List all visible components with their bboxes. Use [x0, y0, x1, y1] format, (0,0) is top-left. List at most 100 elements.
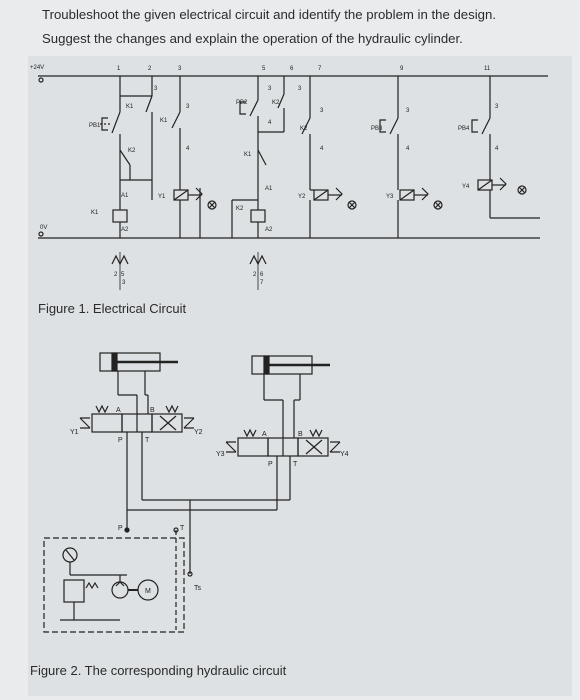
- term-3-d: 3: [298, 86, 302, 92]
- k2-nc-contact: [119, 149, 131, 166]
- label-k1-coil: K1: [91, 210, 99, 216]
- label-y3: Y3: [386, 194, 394, 200]
- label-k2-a2: A2: [265, 227, 273, 233]
- cylinder-2-piston: [263, 355, 270, 375]
- label-k1-a1: A1: [121, 193, 129, 199]
- label-k1-contact-a: K1: [126, 104, 134, 110]
- motor: [137, 579, 159, 601]
- label-port-t: T: [180, 525, 185, 532]
- term-3-b: 3: [186, 104, 190, 110]
- term-3-f: 3: [406, 108, 410, 114]
- k2-table-6: 6: [260, 272, 264, 278]
- label-k2-nc: K2: [128, 148, 136, 154]
- pb4-contact: [481, 117, 491, 135]
- hydraulic-circuit: [43, 352, 341, 633]
- lamp-y1: [207, 200, 217, 210]
- k2-table-7: 7: [260, 280, 264, 286]
- term-3-g: 3: [495, 104, 499, 110]
- valve-2-right: [297, 437, 329, 457]
- label-port-p1: P: [118, 437, 123, 444]
- rung-number-5: 5: [262, 66, 266, 72]
- label-k2-contact-a: K2: [272, 100, 280, 106]
- label-port-t2: T: [293, 461, 298, 468]
- label-y4: Y4: [462, 184, 470, 190]
- k2-table-2: 2: [253, 272, 257, 278]
- k1-contact-a: [145, 95, 153, 113]
- label-port-b2: B: [298, 431, 303, 438]
- label-pb1: PB1: [89, 123, 101, 129]
- k1-contact-b: [171, 111, 181, 129]
- k2-contact-b: [301, 117, 311, 135]
- label-k1-nc: K1: [244, 152, 252, 158]
- label-motor: M: [145, 588, 151, 595]
- rung-number-11: 11: [484, 66, 491, 72]
- question-line-1: Troubleshoot the given electrical circui…: [42, 7, 497, 22]
- pb2-actuator: [239, 101, 246, 115]
- pb2-contact: [249, 99, 259, 117]
- label-k2-a1: A1: [265, 186, 273, 192]
- electrical-circuit: [38, 75, 548, 290]
- term-3-c: 3: [268, 86, 272, 92]
- label-port-a1: A: [116, 407, 121, 414]
- label-pb2: PB2: [236, 100, 248, 106]
- label-k2-coil: K2: [236, 206, 244, 212]
- term-4-b: 4: [186, 146, 190, 152]
- term-3-a: 3: [154, 86, 158, 92]
- term-3-e: 3: [320, 108, 324, 114]
- rung-number-3: 3: [178, 66, 182, 72]
- label-port-p: P: [118, 525, 123, 532]
- label-port-p2: P: [268, 461, 273, 468]
- term-4-e: 4: [320, 146, 324, 152]
- k1-table-3: 3: [122, 280, 126, 286]
- label-y1: Y1: [158, 194, 166, 200]
- label-k1-a2: A2: [121, 227, 129, 233]
- terminal-24v: [38, 77, 44, 83]
- term-4-g: 4: [495, 146, 499, 152]
- pb4-actuator: [471, 119, 478, 133]
- k1-table-2: 2: [114, 272, 118, 278]
- label-24v: +24V: [30, 65, 44, 71]
- label-pb3: PB3: [371, 126, 383, 132]
- term-4-c: 4: [268, 120, 272, 126]
- terminal-0v: [38, 231, 44, 237]
- pb3-actuator: [379, 119, 386, 133]
- label-ts: Ts: [194, 585, 202, 592]
- k2-contact-a: [277, 93, 285, 109]
- question-line-2: Suggest the changes and explain the oper…: [42, 31, 463, 46]
- label-port-a2: A: [262, 431, 267, 438]
- label-pb4: PB4: [458, 126, 470, 132]
- label-y2: Y2: [194, 429, 203, 436]
- label-k2-contact-b: K2: [300, 126, 308, 132]
- k1-table-5: 5: [121, 272, 125, 278]
- label-0v: 0V: [40, 225, 47, 231]
- rung-number-9: 9: [400, 66, 404, 72]
- label-port-b1: B: [150, 407, 155, 414]
- lamp-y2: [347, 200, 357, 210]
- label-port-t1: T: [145, 437, 150, 444]
- lamp-y4: [517, 185, 527, 195]
- term-4-f: 4: [406, 146, 410, 152]
- label-y1: Y1: [70, 429, 79, 436]
- label-y3: Y3: [216, 451, 225, 458]
- k1-nc-contact: [257, 149, 267, 166]
- figure-1-caption: Figure 1. Electrical Circuit: [38, 301, 187, 316]
- valve-1-right: [151, 413, 183, 433]
- pb3-contact: [389, 117, 399, 135]
- label-k1-contact-b: K1: [160, 118, 168, 124]
- rung-number-2: 2: [148, 66, 152, 72]
- electrical-labels: +24V 0V 1 2 3 5 6 7 9 11 PB1 PB2 PB3 PB4…: [30, 65, 499, 286]
- figure-2-caption: Figure 2. The corresponding hydraulic ci…: [30, 663, 287, 678]
- cylinder-1-piston: [111, 352, 118, 372]
- label-y2: Y2: [298, 194, 306, 200]
- pb1-contact: [111, 111, 121, 134]
- rung-number-1: 1: [117, 66, 121, 72]
- label-y4: Y4: [340, 451, 349, 458]
- lamp-y3: [433, 200, 443, 210]
- valve-1-solenoid-y1: [79, 417, 91, 429]
- rung-number-7: 7: [318, 66, 322, 72]
- valve-1-solenoid-y2: [183, 417, 195, 429]
- hydraulic-labels: A B P T Y1 Y2 A B P T Y3 Y4 P T Ts M: [70, 407, 349, 595]
- rung-number-6: 6: [290, 66, 294, 72]
- valve-2-solenoid-y4: [329, 441, 341, 453]
